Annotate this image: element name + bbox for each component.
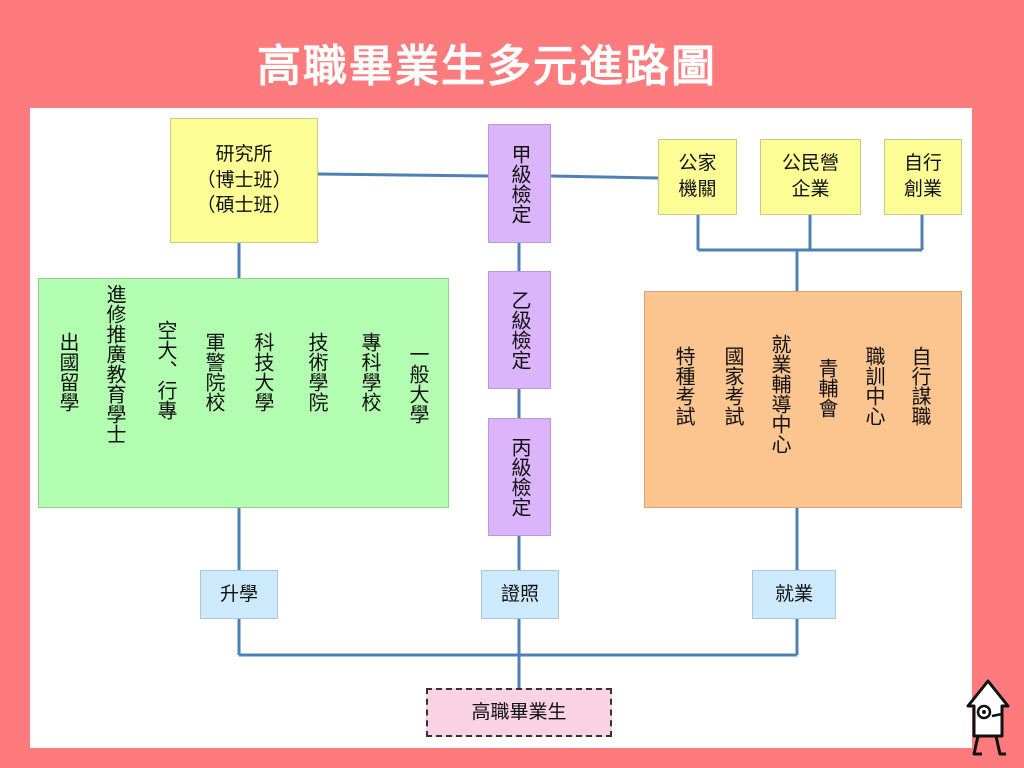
node-self-employed: 自行 創業 (884, 139, 962, 215)
node-study-paths (38, 278, 449, 508)
node-job-paths (644, 291, 962, 508)
study-path-4: 軍警院校 (202, 332, 226, 412)
node-grade-c: 丙級檢定 (488, 418, 551, 536)
study-path-3: 科技大學 (251, 332, 275, 412)
node-grade-a: 甲級檢定 (488, 124, 551, 243)
job-path-3: 就業輔導中心 (768, 334, 792, 454)
job-path-0: 自行謀職 (908, 346, 932, 426)
study-path-2: 技術學院 (305, 332, 329, 412)
study-path-1: 專科學校 (358, 332, 382, 412)
node-certificate: 證照 (481, 570, 559, 619)
job-path-2: 青輔會 (815, 358, 839, 418)
page-title: 高職畢業生多元進路圖 (257, 41, 717, 92)
node-further-study: 升學 (200, 570, 278, 619)
mascot-icon (966, 679, 1010, 756)
study-path-0: 一般大學 (406, 344, 430, 424)
node-vocational-graduate: 高職畢業生 (426, 688, 612, 737)
job-path-5: 特種考試 (672, 346, 696, 426)
study-path-7: 出國留學 (56, 332, 80, 412)
study-path-5: 空大、行專 (154, 320, 178, 420)
node-enterprise: 公民營 企業 (760, 139, 861, 215)
node-graduate-school: 研究所 （博士班） （碩士班） (170, 118, 318, 243)
node-grade-b: 乙級檢定 (488, 271, 551, 389)
node-employment: 就業 (752, 570, 836, 619)
job-path-1: 職訓中心 (862, 346, 886, 426)
study-path-6: 進修推廣教育學士 (103, 284, 127, 444)
job-path-4: 國家考試 (721, 346, 745, 426)
node-public-agency: 公家 機關 (658, 139, 737, 215)
